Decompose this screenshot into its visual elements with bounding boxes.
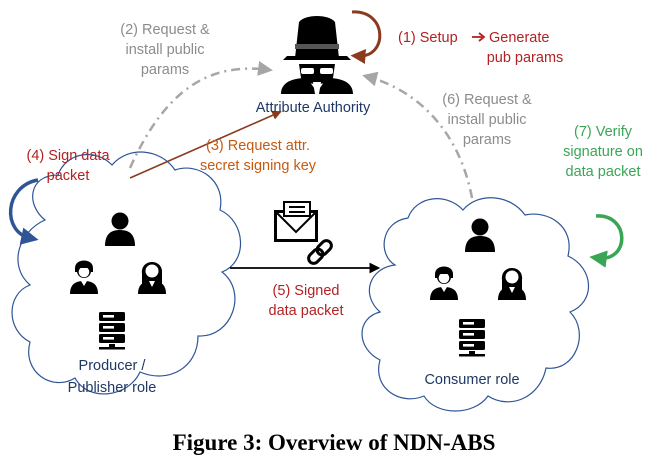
- consumer-label: Consumer role: [424, 372, 519, 388]
- producer-label-line1: Producer /: [79, 358, 147, 374]
- step1-setup-label: (1) Setup: [398, 30, 458, 46]
- step6-label-line3: params: [463, 132, 511, 148]
- step1-generate-label: Generate: [489, 30, 549, 46]
- step6-label-line1: (6) Request &: [442, 92, 532, 108]
- step2-label-line2: install public: [126, 42, 205, 58]
- step4-label-line1: (4) Sign data: [26, 148, 110, 164]
- step5-label-line1: (5) Signed: [273, 283, 340, 299]
- envelope-icon: [274, 201, 318, 242]
- step7-label-line3: data packet: [566, 164, 641, 180]
- producer-cloud: [11, 151, 242, 395]
- spy-icon: [281, 16, 353, 94]
- loop-arrow-verify: [589, 214, 624, 268]
- step5-label-line2: data packet: [269, 303, 344, 319]
- consumer-cloud: [361, 197, 590, 412]
- step4-label-line2: packet: [47, 168, 90, 184]
- authority-label: Attribute Authority: [256, 100, 371, 116]
- step7-label-line1: (7) Verify: [574, 124, 633, 140]
- step2-label-line1: (2) Request &: [120, 22, 210, 38]
- loop-arrow-setup: [350, 10, 382, 64]
- step1-params-label: pub params: [487, 50, 564, 66]
- step3-label-line1: (3) Request attr.: [206, 138, 310, 154]
- step7-label-line2: signature on: [563, 144, 643, 160]
- chain-link-icon: [307, 239, 333, 265]
- producer-label-line2: Publisher role: [68, 380, 157, 396]
- arrow-step3: [129, 110, 282, 179]
- step6-label-line2: install public: [448, 112, 527, 128]
- figure-caption: Figure 3: Overview of NDN-ABS: [173, 430, 496, 455]
- arrow-step6: [362, 71, 474, 199]
- step3-label-line2: secret signing key: [200, 158, 317, 174]
- step2-label-line3: params: [141, 62, 189, 78]
- arrow-right-icon: [472, 32, 486, 42]
- loop-arrow-sign: [8, 178, 39, 245]
